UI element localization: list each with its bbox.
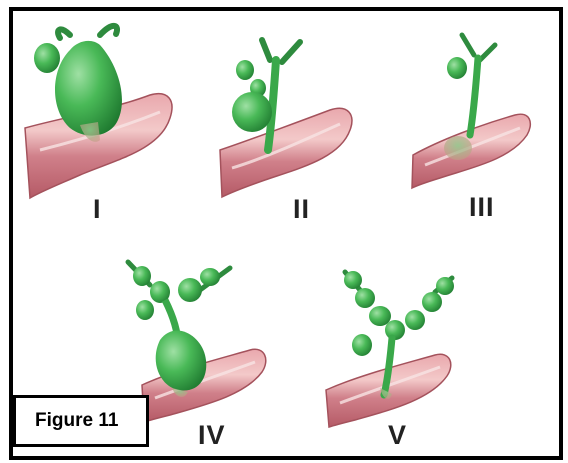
label-type-v: V [388, 422, 407, 449]
label-type-iii: III [469, 194, 495, 221]
panel-iii [412, 35, 530, 188]
label-type-iv: IV [198, 422, 226, 449]
figure-caption-box: Figure 11 [13, 395, 149, 447]
figure-caption: Figure 11 [35, 410, 118, 432]
panel-ii [220, 40, 352, 197]
panel-i [25, 26, 172, 198]
label-type-ii: II [293, 196, 310, 223]
label-type-i: I [93, 196, 102, 223]
panel-v [326, 271, 454, 427]
